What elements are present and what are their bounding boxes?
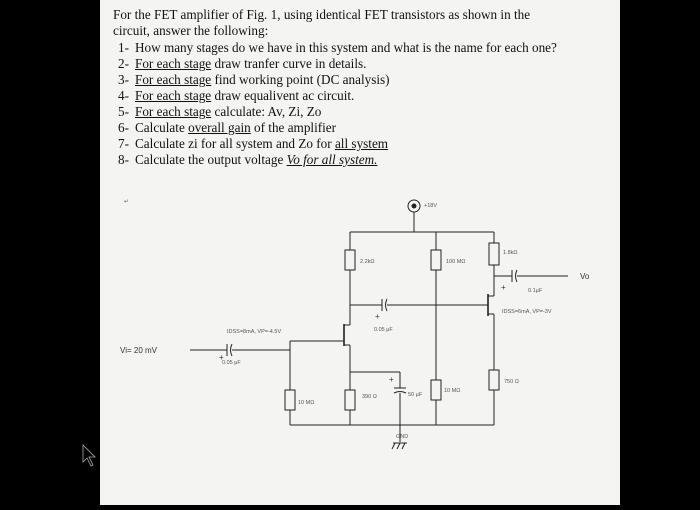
question-item: 3- For each stage find working point (DC … — [118, 72, 390, 87]
rg2-top-label: 100 MΩ — [446, 259, 465, 265]
question-underlined: all system — [334, 136, 389, 151]
c-out-label: 0.1μF — [528, 288, 543, 294]
question-item: 7- Calculate zi for all system and Zo for… — [118, 136, 388, 151]
rd1-resistor — [344, 249, 356, 271]
rg2-bottom-resistor — [430, 379, 442, 401]
rs2-resistor — [488, 369, 500, 391]
question-number: 8- — [118, 152, 129, 167]
cs1-plus: + — [389, 375, 394, 384]
cs1-label: 50 μF — [408, 392, 423, 398]
c-out-plate2 — [515, 269, 518, 283]
intro-line-1: For the FET amplifier of Fig. 1, using i… — [113, 7, 531, 22]
question-underlined: For each stage — [135, 88, 212, 103]
question-text: Calculate zi for all system and Zo for — [135, 136, 335, 151]
question-text: How many stages do we have in this syste… — [135, 40, 557, 55]
question-underlined: For each stage — [135, 72, 212, 87]
question-item: 5- For each stage calculate: Av, Zi, Zo — [118, 104, 321, 119]
question-sheet: For the FET amplifier of Fig. 1, using i… — [100, 0, 620, 505]
question-underlined: For each stage — [135, 104, 212, 119]
c-couple-label: 0.05 μF — [374, 327, 393, 333]
supply-label: +18V — [424, 203, 437, 209]
question-number: 5- — [118, 104, 129, 119]
intro-line-2: circuit, answer the following: — [113, 23, 269, 38]
question-number: 7- — [118, 136, 129, 151]
question-item: 8- Calculate the output voltage Vo for al… — [118, 152, 377, 167]
supply-terminal-dot — [411, 203, 417, 209]
rg1-label: 10 MΩ — [298, 400, 314, 406]
question-number: 6- — [118, 120, 129, 135]
rs1-resistor — [344, 389, 356, 411]
rs1-label: 390 Ω — [362, 394, 377, 400]
rd2-resistor — [488, 242, 500, 266]
c-out-plus: + — [501, 283, 506, 292]
question-item: 6- Calculate overall gain of the amplifie… — [118, 120, 336, 135]
vo-label: Vo — [580, 272, 590, 281]
rd1-label: 2.2kΩ — [360, 259, 375, 265]
fet-amplifier-circuit: +18V 2.2kΩ 100 MΩ 1.8kΩ + 0.1μF Vo IDSS=… — [120, 199, 590, 450]
vin-label: Vi= 20 mV — [120, 346, 158, 355]
question-text-tail: of the amplifier — [250, 120, 337, 135]
fet1-params: IDSS=8mA, VP=-4.5V — [227, 329, 281, 335]
question-text-tail: draw equalivent ac circuit. — [211, 88, 355, 103]
margin-mark: ↵ — [124, 199, 129, 205]
question-underlined: overall gain — [188, 120, 251, 135]
ground-icon — [391, 442, 407, 450]
left-margin-dark — [0, 0, 100, 505]
right-margin-dark — [620, 0, 700, 505]
question-text: Calculate the output voltage — [135, 152, 287, 167]
question-number: 2- — [118, 56, 129, 71]
rd2-label: 1.8kΩ — [503, 250, 518, 256]
question-number: 4- — [118, 88, 129, 103]
c-in-label: 0.05 μF — [222, 360, 241, 366]
question-text: Calculate — [135, 120, 189, 135]
question-text-tail: find working point (DC analysis) — [211, 72, 390, 87]
fet2-params: IDSS=6mA, VP=-3V — [502, 309, 552, 315]
question-item: 1- How many stages do we have in this sys… — [118, 40, 557, 55]
c-in-plus: + — [219, 353, 224, 362]
c-in-plate2 — [230, 343, 233, 357]
rs2-label: 750 Ω — [504, 379, 519, 385]
question-text-tail: calculate: Av, Zi, Zo — [211, 104, 322, 119]
rg2-bottom-label: 10 MΩ — [444, 388, 460, 394]
rg1-resistor — [284, 389, 296, 411]
question-text-tail: draw tranfer curve in details. — [211, 56, 367, 71]
question-item: 2- For each stage draw tranfer curve in d… — [118, 56, 366, 71]
cs1-plate2 — [393, 391, 407, 394]
c-couple-plate2 — [385, 298, 388, 312]
question-number: 3- — [118, 72, 129, 87]
question-underlined: For each stage — [135, 56, 212, 71]
cursor-icon — [82, 444, 96, 467]
ground-label: GND — [396, 434, 408, 440]
rg2-top-resistor — [430, 249, 442, 271]
question-number: 1- — [118, 40, 129, 55]
question-item: 4- For each stage draw equalivent ac circ… — [118, 88, 354, 103]
question-underlined: Vo for all system. — [286, 152, 378, 167]
c-couple-plus: + — [375, 312, 380, 321]
